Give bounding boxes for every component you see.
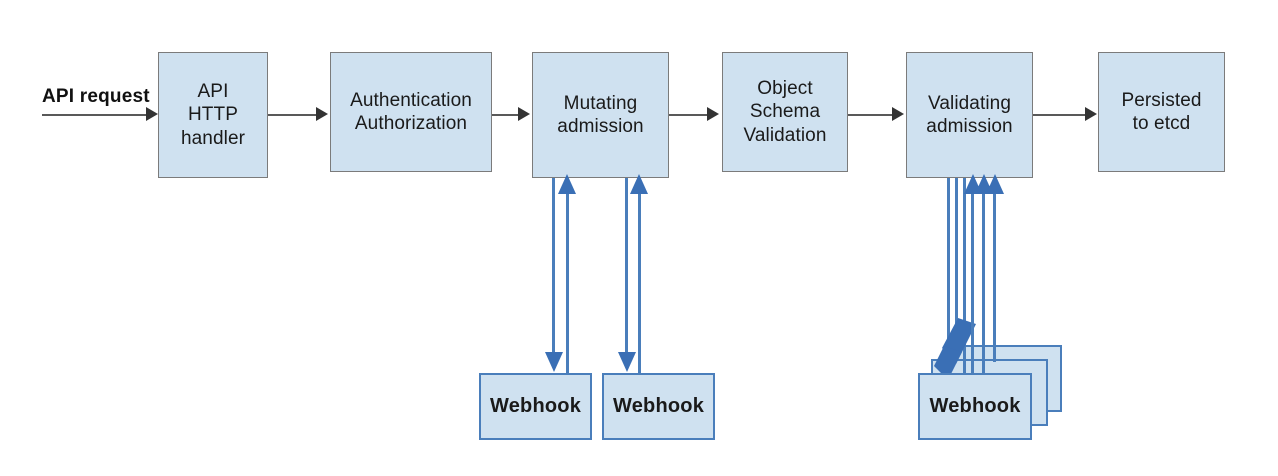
connector-line-2	[492, 114, 518, 116]
mutating-webhook-2-call-arrow	[618, 352, 636, 372]
connector-line-5	[1033, 114, 1085, 116]
api-request-label: API request	[42, 86, 150, 107]
validating-webhook-return-line-1	[971, 192, 974, 390]
connector-arrow-2	[518, 107, 530, 121]
connector-arrow-4	[892, 107, 904, 121]
connector-line-4	[848, 114, 892, 116]
connector-arrow-1	[316, 107, 328, 121]
mutating-webhook-1-return-line	[566, 192, 569, 373]
mutating-webhook-2-call-line	[625, 178, 628, 360]
api-request-arrow-head	[146, 107, 158, 121]
api-request-arrow-line	[42, 114, 146, 116]
mutating-webhook-1-return-arrow	[558, 174, 576, 194]
validating-webhook-return-line-3	[993, 192, 996, 362]
connector-arrow-3	[707, 107, 719, 121]
node-persisted-to-etcd[interactable]: Persisted to etcd	[1098, 52, 1225, 172]
mutating-webhook-1-call-line	[552, 178, 555, 360]
mutating-webhook-2[interactable]: Webhook	[602, 373, 715, 440]
node-object-schema-validation[interactable]: Object Schema Validation	[722, 52, 848, 172]
connector-line-1	[268, 114, 316, 116]
connector-arrow-5	[1085, 107, 1097, 121]
validating-webhook-call-line-3	[963, 178, 966, 374]
validating-webhook-return-arrow-3	[986, 174, 1004, 194]
node-mutating-admission[interactable]: Mutating admission	[532, 52, 669, 178]
mutating-webhook-2-return-line	[638, 192, 641, 373]
validating-webhook-front[interactable]: Webhook	[918, 373, 1032, 440]
validating-webhook-call-line-2	[955, 178, 958, 360]
node-validating-admission[interactable]: Validating admission	[906, 52, 1033, 178]
connector-line-3	[669, 114, 707, 116]
mutating-webhook-1-call-arrow	[545, 352, 563, 372]
node-authentication-authorization[interactable]: Authentication Authorization	[330, 52, 492, 172]
validating-webhook-call-arrowheads	[934, 318, 976, 380]
validating-webhook-call-line-1	[947, 178, 950, 345]
mutating-webhook-2-return-arrow	[630, 174, 648, 194]
node-api-http-handler[interactable]: API HTTP handler	[158, 52, 268, 178]
mutating-webhook-1[interactable]: Webhook	[479, 373, 592, 440]
validating-webhook-return-line-2	[982, 192, 985, 376]
